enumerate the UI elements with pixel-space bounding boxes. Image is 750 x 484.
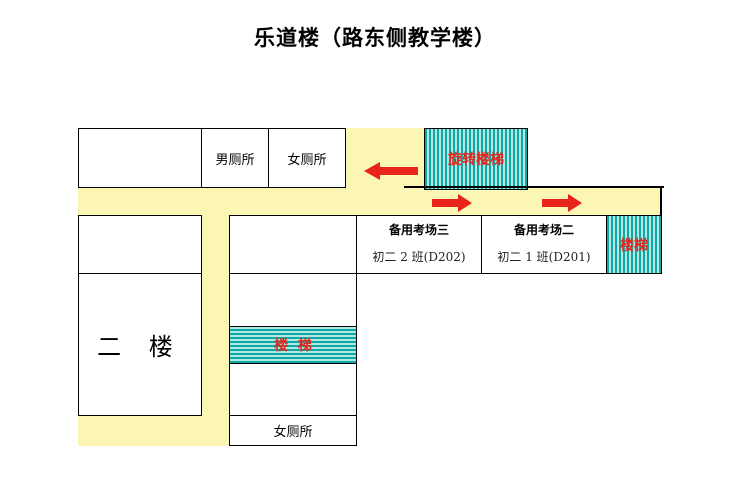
mens-restroom: 男厕所 [201, 128, 269, 188]
exam-room-two-name: 备用考场二 [513, 223, 574, 237]
exam-room-three-name: 备用考场三 [388, 223, 449, 237]
mens-restroom-label: 男厕所 [215, 152, 255, 168]
room-middle-1 [229, 215, 357, 274]
corridor-vertical [200, 216, 230, 446]
room-middle-2 [229, 273, 357, 327]
room-left-upper [78, 215, 202, 274]
womens-restroom-top: 女厕所 [268, 128, 346, 188]
building-two-label: 二 楼 [97, 333, 183, 361]
womens-restroom-top-label: 女厕所 [287, 152, 327, 168]
middle-stair-label: 楼 梯 [274, 338, 312, 354]
corridor-stair-landing [344, 128, 426, 186]
middle-stair: 楼 梯 [229, 326, 357, 364]
exam-room-two-class: 初二 1 班(D201) [497, 250, 591, 264]
corridor-wall-right [660, 186, 662, 216]
arrow-right-icon [542, 194, 582, 212]
page-title: 乐道楼（路东侧教学楼） [254, 26, 496, 50]
arrow-left-icon [364, 162, 418, 180]
right-stair-label: 楼梯 [620, 237, 648, 254]
room-middle-3 [229, 363, 357, 416]
right-stair: 楼梯 [606, 215, 662, 274]
corridor-wall-upper [404, 186, 664, 188]
womens-restroom-bottom: 女厕所 [229, 415, 357, 446]
building-two: 二 楼 [78, 273, 202, 416]
room-top-left [78, 128, 202, 188]
corridor-bottom [78, 414, 230, 446]
spiral-stair: 旋转楼梯 [424, 128, 528, 190]
spiral-stair-label: 旋转楼梯 [448, 152, 504, 168]
womens-restroom-bottom-label: 女厕所 [273, 425, 313, 440]
exam-room-two: 备用考场二 初二 1 班(D201) [481, 215, 607, 274]
arrow-right-icon [432, 194, 472, 212]
exam-room-three: 备用考场三 初二 2 班(D202) [356, 215, 482, 274]
exam-room-three-class: 初二 2 班(D202) [372, 250, 466, 264]
